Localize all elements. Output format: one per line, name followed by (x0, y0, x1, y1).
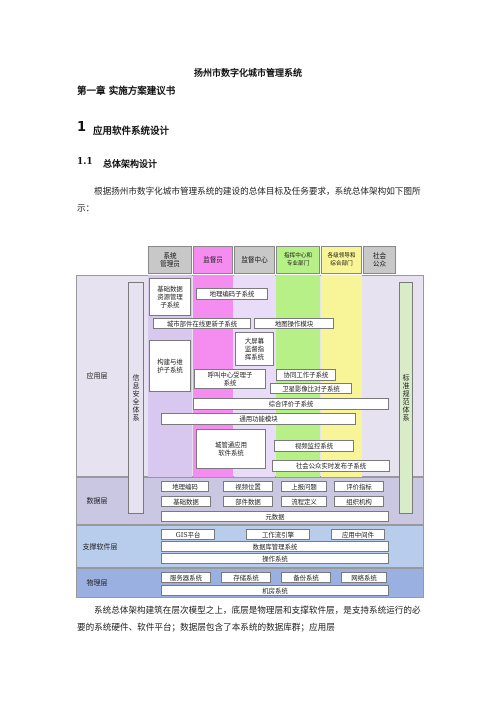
server-system: 服务器系统 (161, 572, 211, 583)
mobile-app-system: 城管通应用 软件系统 (196, 429, 266, 469)
geo-coding-subsystem: 地理编码子系统 (196, 288, 268, 300)
subsection-number: 1.1 (77, 157, 93, 167)
intro-text: 根据扬州市数字化城市管理系统的建设的总体目标及任务要求，系统总体架构如下图所示： (77, 187, 421, 214)
data-organization: 组织机构 (334, 496, 384, 507)
data-metadata: 元数据 (161, 511, 389, 522)
collaboration-subsystem: 协同工作子系统 (276, 369, 336, 381)
header-command-center: 指挥中心和 专业部门 (276, 246, 320, 274)
big-screen-system: 大屏幕 监督指 挥系统 (235, 332, 274, 366)
document-title: 扬州市数字化城市管理系统 (193, 69, 302, 79)
standard-system-bar: 标准规范体系 (399, 282, 413, 514)
data-basic: 基础数据 (161, 496, 211, 507)
comprehensive-evaluation-subsystem: 综合评价子系统 (193, 398, 389, 410)
network-system: 网络系统 (341, 572, 387, 583)
label-data-layer: 数据层 (86, 497, 108, 505)
call-center-subsystem: 呼叫中心受理子 系统 (194, 369, 266, 389)
header-public: 社会 公众 (363, 246, 396, 274)
outro-text: 系统总体架构建筑在层次模型之上，底层是物理层和支撑软件层，是支持系统运行的必要的… (77, 606, 421, 633)
machine-room-system: 机房系统 (161, 585, 389, 596)
gis-platform: GIS平台 (161, 529, 215, 540)
component-update-subsystem: 城市部件在线更新子系统 (153, 318, 251, 329)
header-system-admin: 系统 管理员 (148, 246, 192, 274)
outro-paragraph: 系统总体架构建筑在层次模型之上，底层是物理层和支撑软件层，是支持系统运行的必要的… (77, 603, 423, 637)
data-evaluation-index: 评价指标 (334, 481, 384, 492)
data-components: 部件数据 (223, 496, 273, 507)
subsection-heading: 总体架构设计 (103, 160, 158, 170)
workflow-engine: 工作流引擎 (246, 529, 310, 540)
data-reported-issues: 上报问题 (281, 481, 327, 492)
section-number: 1 (77, 120, 87, 135)
data-process-definition: 流程定义 (281, 496, 327, 507)
map-operation-module: 地图操作模块 (254, 318, 334, 329)
data-geo-coding: 地理编码 (161, 481, 209, 492)
storage-system: 存储系统 (221, 572, 271, 583)
header-leaders: 各级领导和 综合部门 (321, 246, 362, 274)
basic-data-subsystem: 基础数据 资源管理 子系统 (149, 278, 191, 316)
general-function-module: 通用功能模块 (161, 413, 356, 425)
build-maintain-subsystem: 构建与维 护子系统 (149, 340, 191, 392)
data-video-location: 视频位置 (223, 481, 273, 492)
section-heading: 应用软件系统设计 (93, 126, 170, 137)
header-supervision-center: 监督中心 (234, 246, 275, 274)
label-physical-layer: 物理层 (86, 579, 108, 587)
intro-paragraph: 根据扬州市数字化城市管理系统的建设的总体目标及任务要求，系统总体架构如下图所示： (77, 184, 423, 218)
header-supervisor: 监督员 (193, 246, 233, 274)
operating-system: 操作系统 (161, 553, 389, 564)
satellite-comparison-subsystem: 卫星影像比对子系统 (270, 383, 352, 394)
application-middleware: 应用中间件 (331, 529, 385, 540)
public-release-subsystem: 社会公众实时发布子系统 (272, 460, 390, 472)
chapter-heading: 第一章 实施方案建议书 (77, 86, 176, 97)
backup-system: 备份系统 (281, 572, 331, 583)
database-management-system: 数据库管理系统 (161, 541, 389, 552)
architecture-diagram: 系统 管理员 监督员 监督中心 指挥中心和 专业部门 各级领导和 综合部门 社会… (76, 244, 424, 599)
label-support-layer: 支撑软件层 (82, 542, 118, 551)
label-application-layer: 应用层 (86, 372, 108, 380)
security-system-bar: 信息安全体系 (128, 282, 144, 514)
video-monitoring-system: 视频监控系统 (274, 440, 354, 452)
